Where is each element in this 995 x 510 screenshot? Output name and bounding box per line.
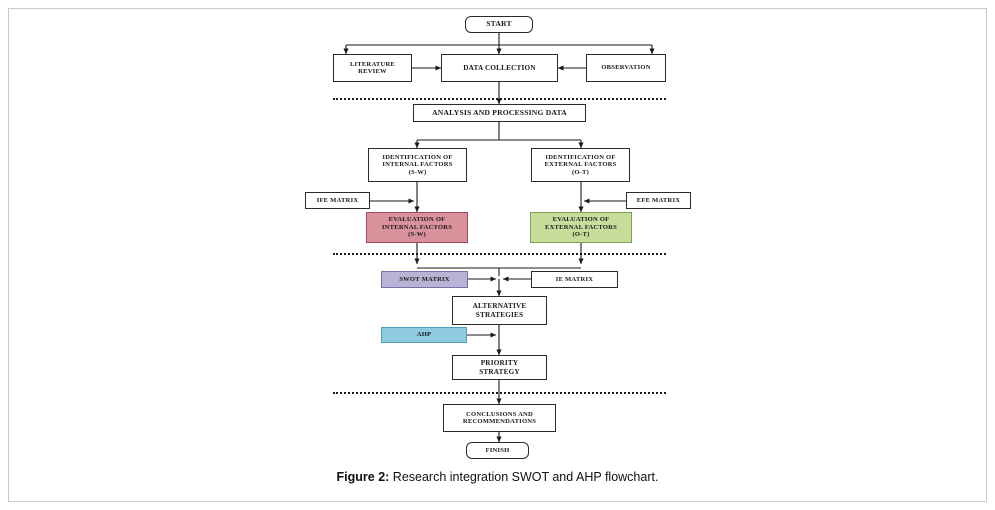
node-ahp[interactable]: AHP — [381, 327, 467, 343]
node-alternative-strategies[interactable]: ALTERNATIVE STRATEGIES — [452, 296, 547, 325]
figure-caption-text: Research integration SWOT and AHP flowch… — [389, 470, 659, 484]
node-identification-internal-factors[interactable]: IDENTIFICATION OF INTERNAL FACTORS (S-W) — [368, 148, 467, 182]
node-swot-matrix[interactable]: SWOT MATRIX — [381, 271, 468, 288]
figure-caption-label: Figure 2: — [336, 470, 390, 484]
node-evaluation-internal-factors[interactable]: EVALUATION OF INTERNAL FACTORS (S-W) — [366, 212, 468, 243]
node-ie-matrix[interactable]: IE MATRIX — [531, 271, 618, 288]
node-finish[interactable]: FINISH — [466, 442, 529, 459]
node-priority-strategy[interactable]: PRIORITY STRATEGY — [452, 355, 547, 380]
node-evaluation-external-factors[interactable]: EVALUATION OF EXTERNAL FACTORS (O-T) — [530, 212, 632, 243]
node-data-collection[interactable]: DATA COLLECTION — [441, 54, 558, 82]
node-ife-matrix[interactable]: IFE MATRIX — [305, 192, 370, 209]
separator-2 — [333, 253, 666, 255]
node-conclusions-recommendations[interactable]: CONCLUSIONS AND RECOMMENDATIONS — [443, 404, 556, 432]
node-observation[interactable]: OBSERVATION — [586, 54, 666, 82]
node-efe-matrix[interactable]: EFE MATRIX — [626, 192, 691, 209]
figure-caption: Figure 2: Research integration SWOT and … — [0, 470, 995, 484]
node-analysis-processing-data[interactable]: ANALYSIS AND PROCESSING DATA — [413, 104, 586, 122]
node-start[interactable]: START — [465, 16, 533, 33]
node-identification-external-factors[interactable]: IDENTIFICATION OF EXTERNAL FACTORS (O-T) — [531, 148, 630, 182]
node-literature-review[interactable]: LITERATURE REVIEW — [333, 54, 412, 82]
